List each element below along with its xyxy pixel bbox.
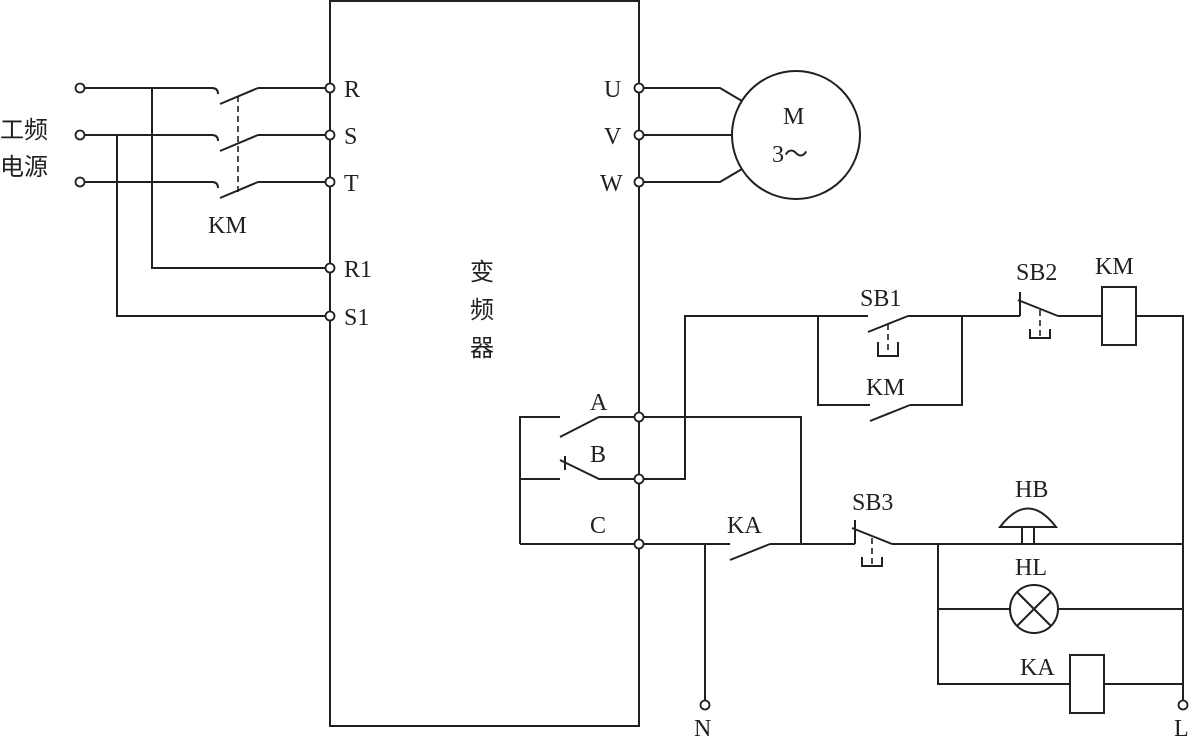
motor-label-line2: 3～ bbox=[772, 142, 808, 168]
sb3-button bbox=[851, 520, 938, 567]
motor-circle bbox=[731, 70, 861, 200]
sb3-label: SB3 bbox=[852, 490, 893, 516]
supply-terminal-1 bbox=[74, 82, 86, 94]
buzzer-label: HB bbox=[1015, 477, 1048, 503]
ka-contact bbox=[729, 543, 855, 561]
motor-wiring bbox=[639, 87, 743, 183]
terminal-r1 bbox=[324, 262, 336, 274]
terminal-v-label: V bbox=[604, 124, 622, 150]
motor-label-line1: M bbox=[783, 104, 804, 130]
supply-terminal-3 bbox=[74, 176, 86, 188]
inverter-label-1: 变 bbox=[470, 258, 494, 286]
inverter-label-3: 器 bbox=[470, 334, 494, 362]
power-source-label-line1: 工频 bbox=[0, 116, 48, 144]
terminal-c-label: C bbox=[590, 513, 606, 539]
alarm-branches bbox=[937, 507, 1183, 714]
relay-coil-label: KA bbox=[1020, 655, 1055, 681]
terminal-l bbox=[1177, 699, 1189, 711]
terminal-t bbox=[324, 176, 336, 188]
relay-contact-label: KA bbox=[727, 513, 762, 539]
terminal-u-label: U bbox=[604, 77, 621, 103]
contactor-coil-label: KM bbox=[1095, 254, 1134, 280]
terminal-t-label: T bbox=[344, 171, 359, 197]
terminal-u bbox=[633, 82, 645, 94]
terminal-b bbox=[633, 473, 645, 485]
terminal-a-label: A bbox=[590, 390, 608, 416]
neutral-label: N bbox=[694, 716, 711, 740]
fault-contacts bbox=[519, 315, 818, 700]
terminal-w bbox=[633, 176, 645, 188]
terminal-c bbox=[633, 538, 645, 550]
terminal-s-label: S bbox=[344, 124, 357, 150]
terminal-s1-label: S1 bbox=[344, 305, 369, 331]
sb2-label: SB2 bbox=[1016, 260, 1057, 286]
terminal-r-label: R bbox=[344, 77, 360, 103]
terminal-s1 bbox=[324, 310, 336, 322]
contactor-aux-label: KM bbox=[866, 375, 905, 401]
terminal-b-label: B bbox=[590, 442, 606, 468]
power-source-label-line2: 电源 bbox=[0, 153, 48, 181]
terminal-a bbox=[633, 411, 645, 423]
inverter-label-2: 频 bbox=[470, 296, 494, 324]
contactor-main-label: KM bbox=[208, 213, 247, 239]
supply-terminal-2 bbox=[74, 129, 86, 141]
supply-wiring bbox=[80, 87, 330, 317]
lamp-label: HL bbox=[1015, 555, 1047, 581]
terminal-r1-label: R1 bbox=[344, 257, 372, 283]
start-stop-circuit bbox=[817, 286, 1184, 700]
terminal-s bbox=[324, 129, 336, 141]
inverter-box bbox=[329, 0, 640, 727]
terminal-w-label: W bbox=[600, 171, 623, 197]
terminal-v bbox=[633, 129, 645, 141]
terminal-n bbox=[699, 699, 711, 711]
terminal-r bbox=[324, 82, 336, 94]
line-label: L bbox=[1174, 716, 1189, 740]
sb1-label: SB1 bbox=[860, 286, 901, 312]
